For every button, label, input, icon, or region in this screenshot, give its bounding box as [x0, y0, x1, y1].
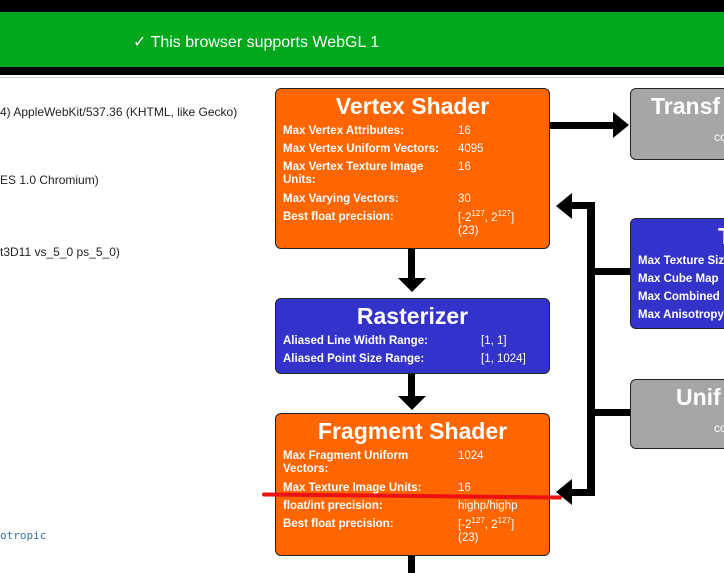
- raster-to-fragment-arrow-head: [398, 396, 426, 410]
- banner-message: ✓ This browser supports WebGL 1: [133, 34, 380, 51]
- transform-feedback-box: Transf co: [630, 88, 724, 160]
- texture-to-vertex-head: [556, 193, 572, 219]
- uniform-junction-bar: [594, 409, 630, 416]
- ras-label-point-size: Aliased Point Size Range:: [283, 353, 425, 365]
- fs-value-float-precision: [-2127, 2127](23): [458, 516, 515, 544]
- header-divider: [0, 77, 724, 78]
- vertex-to-raster-arrow-stem: [408, 248, 415, 278]
- tex-label-cube-map: Max Cube Map: [638, 273, 719, 285]
- texture-junction-bar: [594, 268, 630, 275]
- ras-value-point-size: [1, 1024]: [481, 353, 526, 365]
- vs-value-attributes: 16: [458, 125, 471, 137]
- raster-to-fragment-arrow-stem: [408, 374, 415, 396]
- banner-bottom-bar: [0, 67, 724, 75]
- fs-label-texture-units: Max Texture Image Units:: [283, 482, 422, 494]
- renderer-text: t3D11 vs_5_0 ps_5_0): [0, 245, 120, 259]
- fs-value-texture-units: 16: [458, 482, 471, 494]
- vs-label-float-precision: Best float precision:: [283, 211, 394, 223]
- uniform-buffers-sub: co: [714, 421, 724, 435]
- rasterizer-box: Rasterizer Aliased Line Width Range: [1,…: [275, 298, 550, 374]
- fs-value-int-precision: highp/highp: [458, 500, 518, 512]
- top-black-bar: [0, 0, 724, 12]
- vs-label-varying-vectors: Max Varying Vectors:: [283, 193, 399, 205]
- vertex-to-transform-head: [613, 112, 629, 138]
- textures-box: T Max Texture Siz Max Cube Map Max Combi…: [630, 218, 724, 329]
- tex-label-anisotropy: Max Anisotropy: [638, 309, 724, 321]
- tex-label-combined: Max Combined: [638, 291, 720, 303]
- ras-value-line-width: [1, 1]: [481, 335, 507, 347]
- texture-vertical-bar: [587, 202, 595, 496]
- fs-value-uniform-vectors: 1024: [458, 450, 484, 462]
- vertex-shader-box: Vertex Shader Max Vertex Attributes: 16 …: [275, 88, 550, 249]
- ras-label-line-width: Aliased Line Width Range:: [283, 335, 428, 347]
- version-text: ES 1.0 Chromium): [0, 173, 99, 187]
- extension-link[interactable]: otropic: [0, 529, 47, 542]
- uniform-buffers-box: Unif co: [630, 379, 724, 449]
- vs-value-uniform-vectors: 4095: [458, 143, 484, 155]
- tex-label-max-size: Max Texture Siz: [638, 255, 724, 267]
- vertex-to-transform-bar: [549, 122, 615, 129]
- texture-to-fragment-bar: [572, 489, 594, 496]
- uniform-buffers-title: Unif: [676, 384, 721, 410]
- vs-label-texture-units: Max Vertex Texture Image Units:: [283, 161, 424, 186]
- vertex-to-raster-arrow-head: [398, 278, 426, 292]
- fragment-shader-box: Fragment Shader Max Fragment Uniform Vec…: [275, 413, 550, 556]
- texture-to-vertex-bar: [572, 202, 594, 209]
- vs-label-uniform-vectors: Max Vertex Uniform Vectors:: [283, 143, 439, 155]
- vs-value-varying-vectors: 30: [458, 193, 471, 205]
- fragment-shader-title: Fragment Shader: [317, 418, 508, 444]
- texture-to-fragment-head: [556, 479, 572, 505]
- user-agent-text: 4) AppleWebKit/537.36 (KHTML, like Gecko…: [0, 105, 238, 119]
- transform-feedback-sub: co: [714, 130, 724, 144]
- fs-label-int-precision: float/int precision:: [283, 500, 383, 512]
- vs-label-attributes: Max Vertex Attributes:: [283, 125, 404, 137]
- fs-label-float-precision: Best float precision:: [283, 518, 394, 530]
- fragment-out-arrow-stem: [408, 556, 415, 573]
- transform-feedback-title: Transf: [651, 93, 721, 119]
- webgl-support-banner: ✓ This browser supports WebGL 1: [0, 12, 724, 67]
- vertex-shader-title: Vertex Shader: [335, 93, 490, 119]
- vs-value-float-precision: [-2127, 2127](23): [458, 209, 515, 237]
- vs-value-texture-units: 16: [458, 161, 471, 173]
- fs-label-uniform-vectors: Max Fragment Uniform Vectors:: [283, 450, 409, 475]
- rasterizer-title: Rasterizer: [356, 303, 469, 329]
- textures-title: T: [631, 223, 724, 249]
